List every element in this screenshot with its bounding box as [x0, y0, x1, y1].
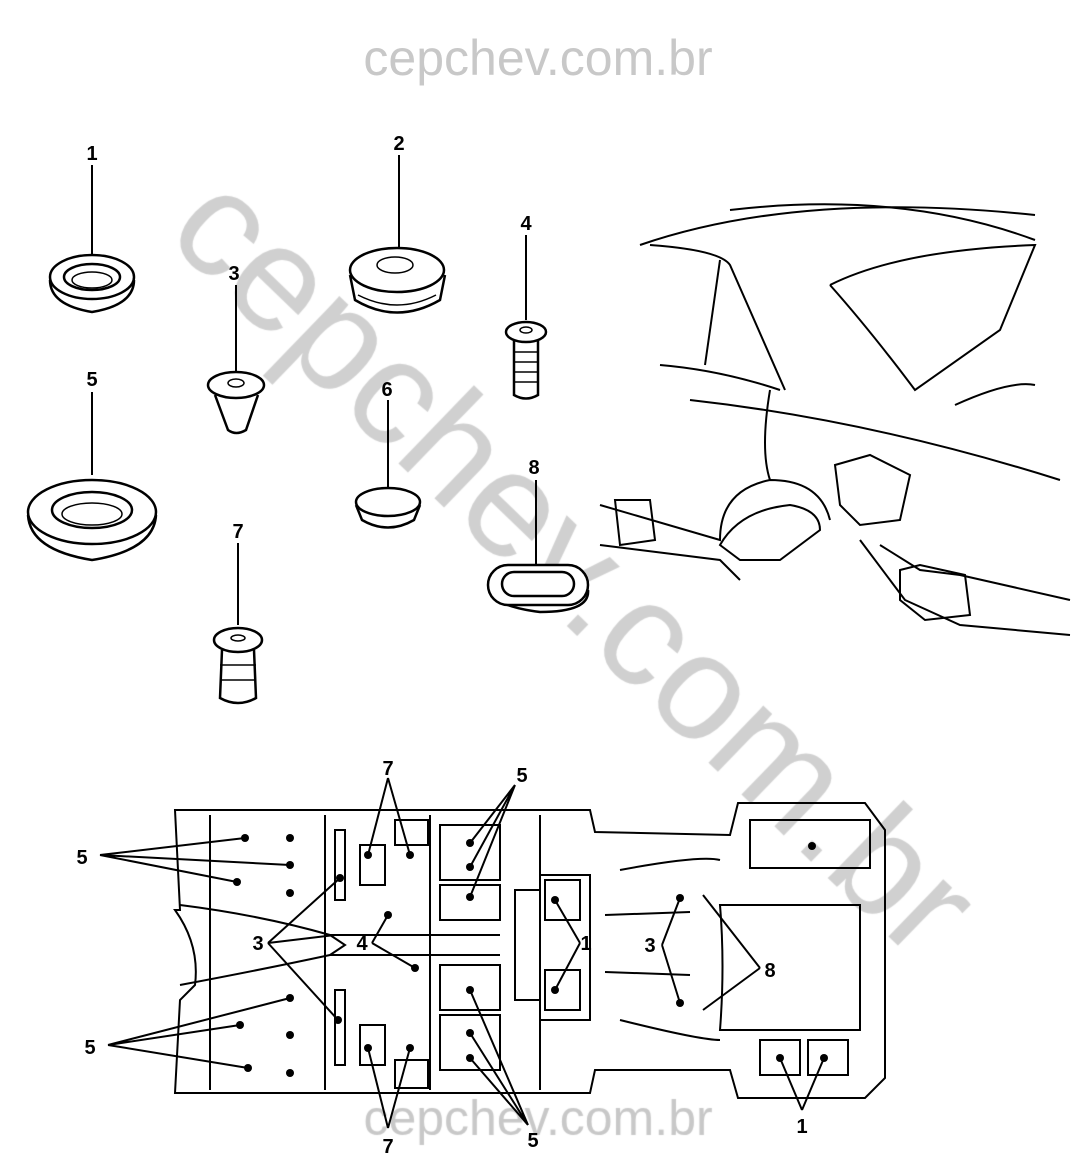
- floor-label-1-center: 1: [580, 933, 591, 955]
- part-6-plug: [354, 400, 422, 529]
- floor-label-5-left-lower: 5: [84, 1037, 95, 1059]
- floor-pan-illustration: [173, 802, 886, 1099]
- floor-label-3-rear: 3: [644, 935, 655, 957]
- label-part-6: 6: [381, 379, 392, 401]
- label-part-3: 3: [228, 263, 239, 285]
- part-7-plug: [212, 543, 264, 705]
- part-3-clip: [206, 285, 266, 435]
- label-part-7: 7: [232, 521, 243, 543]
- floor-label-1-rear: 1: [796, 1116, 807, 1138]
- floor-label-5-bottom: 5: [527, 1130, 538, 1152]
- part-1-grommet: [48, 165, 136, 314]
- part-2-plug: [348, 155, 447, 314]
- car-rear-illustration: [599, 203, 1071, 636]
- label-part-8: 8: [528, 457, 539, 479]
- part-8-oval-grommet: [486, 480, 590, 614]
- label-part-2: 2: [393, 133, 404, 155]
- floor-label-7-bottom: 7: [382, 1136, 393, 1158]
- floor-label-4: 4: [356, 933, 368, 955]
- floor-label-7-top: 7: [382, 758, 393, 780]
- floor-label-5-left-upper: 5: [76, 847, 87, 869]
- label-part-5: 5: [86, 369, 97, 391]
- floor-pan-hole-markers: [233, 834, 828, 1077]
- floor-label-3-left: 3: [252, 933, 263, 955]
- part-4-plug: [504, 235, 548, 400]
- part-5-grommet: [26, 392, 158, 562]
- watermark-top: cepchev.com.br: [363, 30, 712, 86]
- floor-label-5-top: 5: [516, 765, 527, 787]
- floor-label-8: 8: [764, 960, 775, 982]
- label-part-1: 1: [86, 143, 97, 165]
- label-part-4: 4: [520, 213, 532, 235]
- floor-pan-leader-lines: [99, 777, 825, 1129]
